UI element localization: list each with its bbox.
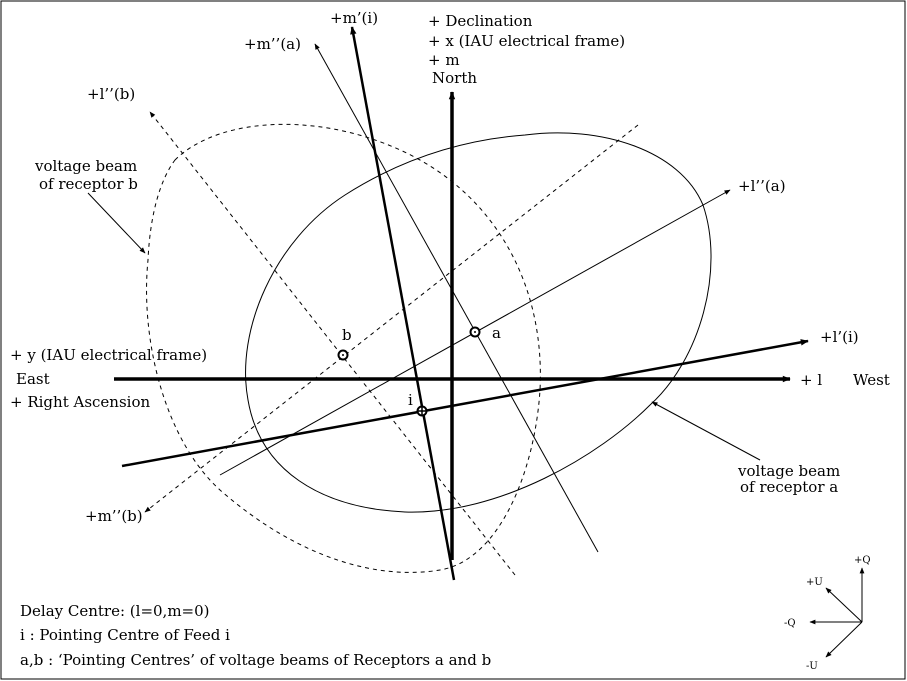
axis-l-prime-i [121,339,809,468]
axis-l-dprime-b [149,111,516,576]
label-l-dprime-b: +l’’(b) [87,85,135,103]
axis-m-dprime-b [144,124,639,513]
label-plus-l: + l [800,371,822,389]
label-point-i: i [408,391,413,409]
label-l-dprime-a: +l’’(a) [738,177,786,195]
label-beam-b-line1: voltage beam [34,157,137,175]
polarization-axes [809,567,865,658]
label-beam-a-line1: voltage beam [737,462,840,480]
label-m-prime-i: +m’(i) [330,9,378,27]
label-minus-q: -Q [784,618,796,629]
label-beam-a-line2: of receptor a [740,478,838,496]
label-point-b: b [342,326,352,344]
label-right-ascension: + Right Ascension [10,393,150,411]
pointing-centre-b-marker [337,349,349,361]
label-beam-b-line2: of receptor b [39,175,138,193]
label-point-a: a [492,324,501,342]
legend-pointing-centres-ab: a,b : ‘Pointing Centres’ of voltage beam… [20,651,491,669]
pointing-centre-a-marker [469,326,481,338]
label-minus-u: -U [806,661,818,672]
label-east: East [16,370,50,388]
label-plus-u: +U [806,577,823,588]
beam-a-leader [651,401,761,461]
label-m-dprime-a: +m’’(a) [244,35,301,53]
voltage-beam-receptor-b [146,123,541,573]
label-plus-m: + m [428,51,460,69]
axis-m-prime-i [350,26,456,581]
axis-m-dprime-a [314,43,599,553]
label-west: West [853,371,890,389]
legend-delay-centre: Delay Centre: (l=0,m=0) [20,602,210,620]
label-declination: + Declination [428,12,533,30]
label-plus-q: +Q [854,555,871,566]
beam-b-leader [87,192,146,254]
label-l-prime-i: +l’(i) [820,328,859,346]
label-m-dprime-b: +m’’(b) [85,507,143,525]
label-north: North [432,69,477,87]
pointing-centre-i-marker [416,405,428,417]
label-x-iau-frame: + x (IAU electrical frame) [428,32,625,50]
label-y-iau-frame: + y (IAU electrical frame) [10,346,207,364]
legend-pointing-centre: i : Pointing Centre of Feed i [20,626,230,644]
